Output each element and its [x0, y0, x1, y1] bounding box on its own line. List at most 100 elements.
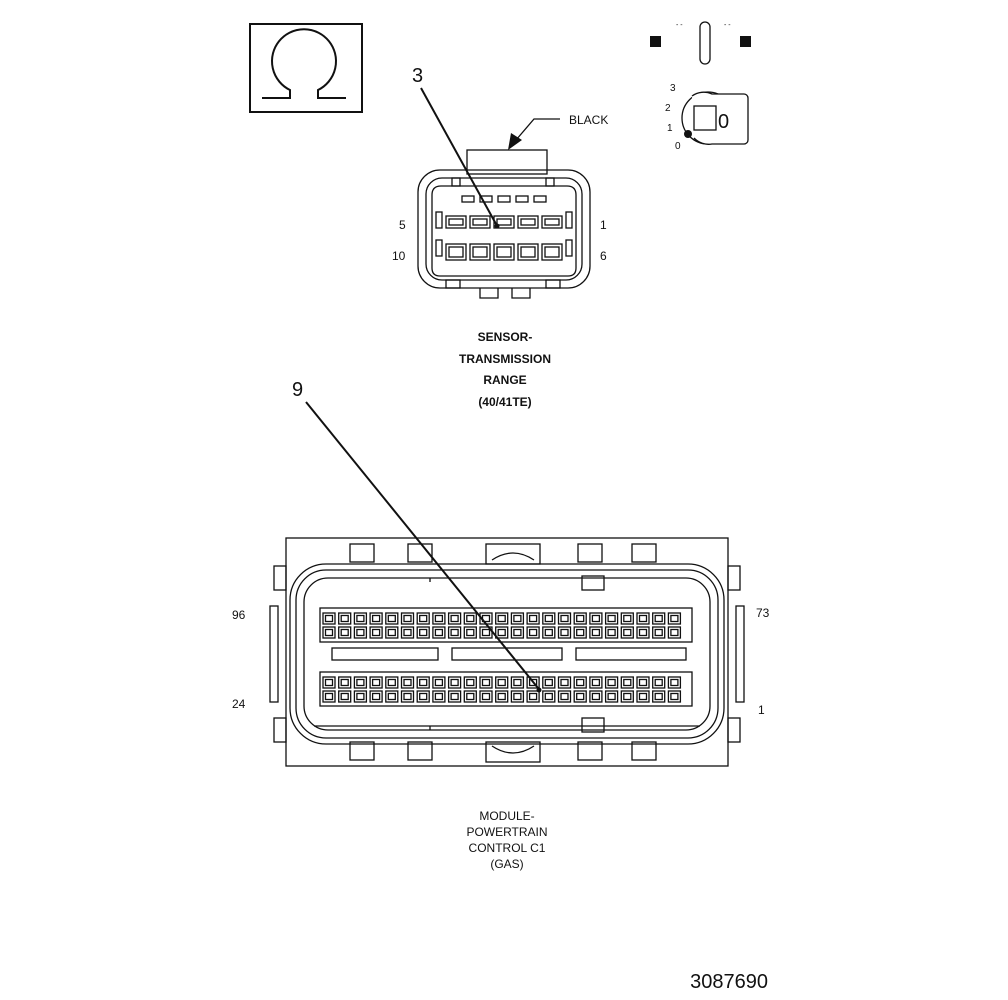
pcm-terminal-cavity — [463, 626, 477, 639]
pcm-terminal-inner — [623, 614, 632, 623]
pcm-terminal-cavity — [652, 626, 666, 639]
pcm-terminal-cavity — [510, 612, 525, 625]
pcm-terminal-cavity — [385, 612, 399, 625]
pcm-terminal-cavity — [338, 626, 352, 639]
pcm-terminal-inner — [591, 614, 601, 623]
pcm-caption-line-1: MODULE- — [479, 809, 534, 823]
pcm-terminal-inner — [638, 614, 648, 623]
pcm-terminal-cavity — [479, 690, 493, 703]
pcm-terminal-cavity — [322, 676, 336, 689]
pcm-terminal-inner — [638, 678, 648, 687]
pcm-terminal-cavity — [495, 676, 509, 689]
pcm-terminal-cavity — [447, 626, 462, 639]
pcm-terminal-cavity — [589, 676, 603, 689]
pcm-terminal-cavity — [652, 676, 666, 689]
pcm-terminal-inner — [607, 678, 616, 687]
sensor-pin-label-5: 5 — [399, 218, 406, 232]
pcm-terminal-cavity — [385, 690, 399, 703]
pcm-terminal-inner — [434, 614, 444, 623]
pcm-terminal-cavity — [652, 690, 666, 703]
pcm-terminal-cavity — [416, 612, 430, 625]
pcm-terminal-inner — [419, 692, 428, 701]
pcm-terminal-inner — [450, 678, 459, 687]
pcm-terminal-inner — [544, 628, 553, 637]
pcm-terminal-inner — [591, 628, 601, 637]
pcm-terminal-inner — [513, 692, 522, 701]
pcm-terminal-inner — [340, 678, 349, 687]
pcm-pin-label-96: 96 — [232, 608, 246, 622]
pcm-terminal-cavity — [353, 690, 368, 703]
pcm-terminal-inner — [638, 628, 648, 637]
pcm-terminal-inner — [340, 692, 349, 701]
svg-text:- -: - - — [724, 22, 731, 29]
color-label-text: BLACK — [569, 113, 608, 127]
pcm-terminal-inner — [560, 678, 569, 687]
pcm-terminal-cavity — [573, 612, 587, 625]
pcm-terminal-cavity — [667, 690, 682, 703]
pcm-terminal-inner — [528, 692, 538, 701]
pcm-terminal-inner — [371, 692, 381, 701]
pcm-terminal-inner — [497, 614, 506, 623]
pcm-terminal-inner — [654, 692, 663, 701]
pcm-terminal-inner — [450, 628, 459, 637]
sensor-caption-line-3: RANGE — [483, 373, 526, 387]
pcm-terminal-inner — [466, 678, 475, 687]
pcm-terminal-inner — [544, 614, 553, 623]
pcm-terminal-inner — [607, 628, 616, 637]
pcm-terminal-inner — [591, 692, 601, 701]
pcm-terminal-inner — [513, 614, 522, 623]
pcm-terminal-inner — [324, 628, 334, 637]
callout-pin-3: 3 — [412, 65, 500, 229]
pcm-terminal-cavity — [369, 612, 383, 625]
pcm-terminal-inner — [544, 678, 553, 687]
pcm-terminal-cavity — [447, 690, 462, 703]
pcm-terminal-cavity — [400, 612, 415, 625]
pcm-terminal-inner — [450, 614, 459, 623]
pcm-terminal-cavity — [557, 612, 572, 625]
pcm-terminal-cavity — [495, 626, 509, 639]
pcm-terminal-cavity — [604, 626, 619, 639]
pcm-terminal-cavity — [667, 626, 682, 639]
pcm-terminal-cavity — [447, 612, 462, 625]
pcm-terminal-inner — [576, 678, 585, 687]
pcm-terminal-inner — [356, 628, 365, 637]
pcm-terminal-cavity — [667, 612, 682, 625]
pcm-terminal-inner — [623, 692, 632, 701]
pcm-terminal-cavity — [542, 690, 556, 703]
pcm-terminal-inner — [356, 614, 365, 623]
pcm-terminal-cavity — [604, 676, 619, 689]
pcm-terminal-cavity — [463, 676, 477, 689]
pcm-terminal-inner — [638, 692, 648, 701]
pcm-terminal-cavity — [322, 690, 336, 703]
pcm-terminal-cavity — [589, 690, 603, 703]
pcm-terminal-inner — [528, 678, 538, 687]
pcm-terminal-cavity — [353, 612, 368, 625]
pcm-terminal-cavity — [526, 626, 540, 639]
pcm-terminal-cavity — [557, 676, 572, 689]
pcm-terminal-inner — [607, 692, 616, 701]
pcm-terminal-inner — [654, 614, 663, 623]
figure-number: 3087690 — [690, 971, 768, 993]
pcm-terminal-inner — [356, 678, 365, 687]
pcm-terminal-inner — [497, 692, 506, 701]
pcm-terminal-cavity — [463, 690, 477, 703]
ignition-key-glyph: 0 — [718, 111, 729, 133]
pcm-terminal-cavity — [322, 626, 336, 639]
pcm-terminal-cavity — [652, 612, 666, 625]
ignition-position-3: 3 — [670, 83, 676, 94]
sensor-caption-line-4: (40/41TE) — [478, 395, 531, 409]
pcm-terminal-cavity — [636, 676, 650, 689]
pcm-terminal-inner — [371, 614, 381, 623]
pcm-terminal-cavity — [400, 626, 415, 639]
pcm-terminal-cavity — [620, 690, 634, 703]
pcm-terminal-cavity — [667, 676, 682, 689]
pcm-terminal-cavity — [557, 690, 572, 703]
pcm-terminal-inner — [466, 628, 475, 637]
sensor-pin-label-1: 1 — [600, 218, 607, 232]
pcm-terminal-inner — [670, 678, 679, 687]
pcm-terminal-inner — [434, 628, 444, 637]
pcm-caption-line-2: POWERTRAIN — [466, 825, 547, 839]
pcm-terminal-inner — [528, 614, 538, 623]
pcm-terminal-inner — [654, 678, 663, 687]
pcm-terminal-cavity — [573, 690, 587, 703]
